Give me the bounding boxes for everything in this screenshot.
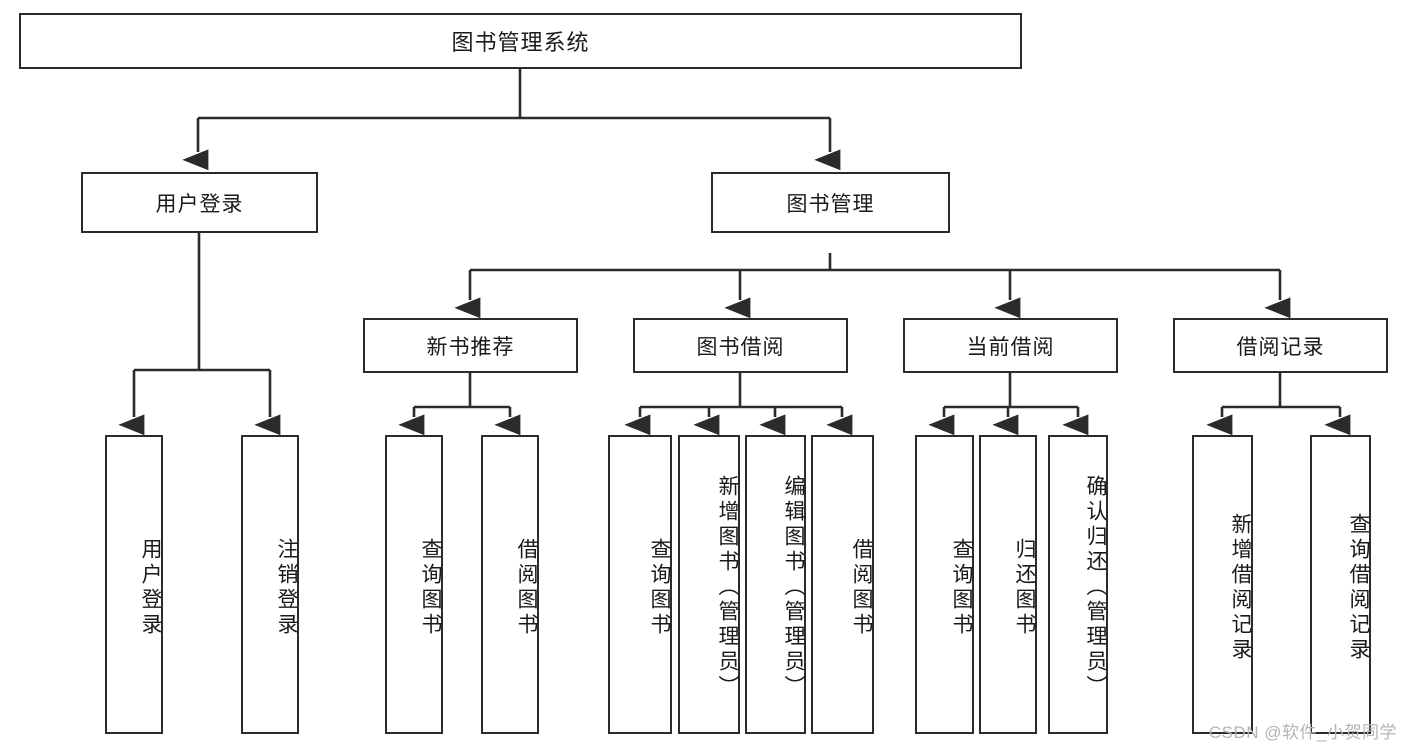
node-leaf-label: 注销登录 [275,537,298,638]
node-leaf-label: 编辑图书（管理员） [782,475,805,700]
node-leaf-return-book[interactable]: 归还图书 [979,435,1037,734]
node-leaf-label: 查询图书 [419,537,442,638]
node-level2-new-book-recommend[interactable]: 新书推荐 [363,318,578,373]
node-leaf-label: 查询图书 [950,537,973,638]
node-leaf-add-borrow-record[interactable]: 新增借阅记录 [1192,435,1253,734]
node-leaf-edit-book-admin[interactable]: 编辑图书（管理员） [745,435,806,734]
node-leaf-label: 归还图书 [1013,537,1036,638]
node-leaf-add-book-admin[interactable]: 新增图书（管理员） [678,435,740,734]
node-level2-book-borrow[interactable]: 图书借阅 [633,318,848,373]
node-leaf-query-borrow-record[interactable]: 查询借阅记录 [1310,435,1371,734]
node-level1-user-login[interactable]: 用户登录 [81,172,318,233]
node-leaf-label: 确认归还（管理员） [1084,475,1107,700]
node-leaf-borrow-book[interactable]: 借阅图书 [811,435,874,734]
node-leaf-borrow-book-recommend[interactable]: 借阅图书 [481,435,539,734]
node-leaf-logout[interactable]: 注销登录 [241,435,299,734]
watermark-text: CSDN @软件_小贺同学 [1208,723,1397,742]
node-root[interactable]: 图书管理系统 [19,13,1022,69]
node-level1-book-management[interactable]: 图书管理 [711,172,950,233]
node-leaf-label: 查询借阅记录 [1347,512,1370,663]
node-leaf-confirm-return-admin[interactable]: 确认归还（管理员） [1048,435,1108,734]
node-leaf-query-book-current[interactable]: 查询图书 [915,435,974,734]
node-leaf-label: 新增图书（管理员） [716,475,739,700]
node-leaf-label: 用户登录 [139,537,162,638]
node-leaf-label: 查询图书 [648,537,671,638]
node-leaf-user-login[interactable]: 用户登录 [105,435,163,734]
node-leaf-label: 借阅图书 [850,537,873,638]
node-level2-borrow-record[interactable]: 借阅记录 [1173,318,1388,373]
node-level2-current-borrow[interactable]: 当前借阅 [903,318,1118,373]
node-leaf-query-book-borrow[interactable]: 查询图书 [608,435,672,734]
node-leaf-query-book-recommend[interactable]: 查询图书 [385,435,443,734]
node-leaf-label: 借阅图书 [515,537,538,638]
node-leaf-label: 新增借阅记录 [1229,512,1252,663]
